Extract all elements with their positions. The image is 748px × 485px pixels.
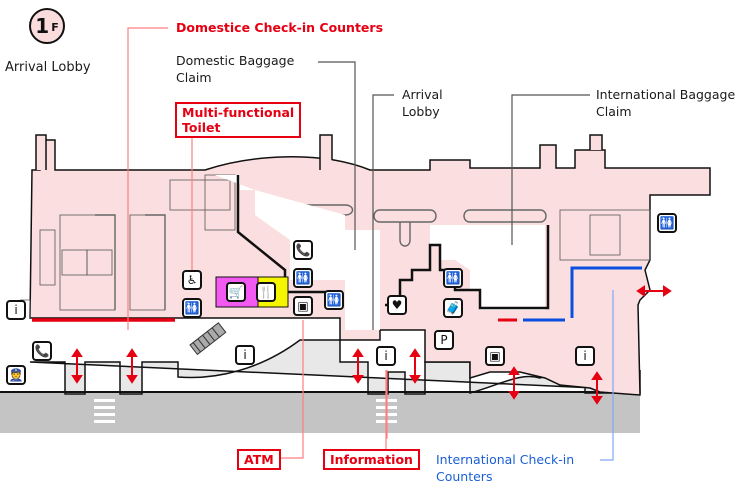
label-information: Information bbox=[323, 449, 420, 470]
entrance-arrows bbox=[71, 285, 672, 405]
info-desk-icon[interactable]: i bbox=[6, 300, 26, 320]
atm-icon[interactable]: ▣ bbox=[485, 346, 505, 366]
restaurant-icon[interactable]: 🍴 bbox=[256, 282, 276, 302]
label-domestic-baggage-2: Claim bbox=[176, 70, 212, 85]
curbside-walkway bbox=[29, 339, 641, 395]
restroom-icon[interactable]: 🚻 bbox=[293, 268, 313, 288]
intl-counter-line bbox=[570, 266, 642, 318]
shop-icon[interactable]: 🛒 bbox=[226, 282, 246, 302]
label-intl-baggage-1: International Baggage bbox=[596, 87, 736, 102]
escalator bbox=[189, 322, 227, 356]
floor-number: 1 bbox=[35, 14, 50, 38]
label-multi-toilet-2: Toilet bbox=[182, 120, 221, 135]
baggage-icon[interactable]: 🧳 bbox=[443, 298, 463, 318]
label-intl-checkin-1: International Check-in bbox=[436, 452, 575, 467]
atm-icon[interactable]: ▣ bbox=[293, 296, 313, 316]
label-atm: ATM bbox=[237, 449, 281, 470]
wheelchair-icon[interactable]: ♿ bbox=[182, 270, 202, 290]
crosswalk bbox=[94, 399, 115, 423]
label-multi-toilet-box: Multi-functional Toilet bbox=[175, 102, 302, 138]
information-icon[interactable]: i bbox=[376, 346, 396, 366]
restroom-icon[interactable]: 🚻 bbox=[443, 268, 463, 288]
info-desk-icon[interactable]: i bbox=[235, 345, 255, 365]
police-icon[interactable]: 👮 bbox=[6, 365, 26, 385]
label-arrival-lobby-2: Lobby bbox=[402, 104, 440, 119]
restroom-icon[interactable]: 🚻 bbox=[657, 213, 677, 233]
phone-icon[interactable]: 📞 bbox=[32, 341, 52, 361]
restroom-icon[interactable]: 🚻 bbox=[324, 290, 344, 310]
parking-icon[interactable]: P bbox=[434, 330, 454, 350]
phone-icon[interactable]: 📞 bbox=[293, 240, 313, 260]
label-arrival-lobby-1: Arrival bbox=[402, 87, 443, 102]
label-intl-baggage-2: Claim bbox=[596, 104, 632, 119]
info-desk-icon[interactable]: i bbox=[575, 346, 595, 366]
label-multi-toilet-1: Multi-functional bbox=[182, 105, 295, 120]
floor-name: Arrival Lobby bbox=[5, 60, 91, 75]
floor-suffix: F bbox=[51, 21, 59, 34]
restroom-icon[interactable]: 🚻 bbox=[182, 298, 202, 318]
aed-icon[interactable]: ♥ bbox=[387, 295, 407, 315]
label-domestic-baggage-1: Domestic Baggage bbox=[176, 53, 295, 68]
intl-baggage-area bbox=[430, 225, 545, 310]
label-intl-checkin-2: Counters bbox=[436, 469, 493, 484]
label-domestic-checkin: Domestice Check-in Counters bbox=[176, 20, 384, 35]
